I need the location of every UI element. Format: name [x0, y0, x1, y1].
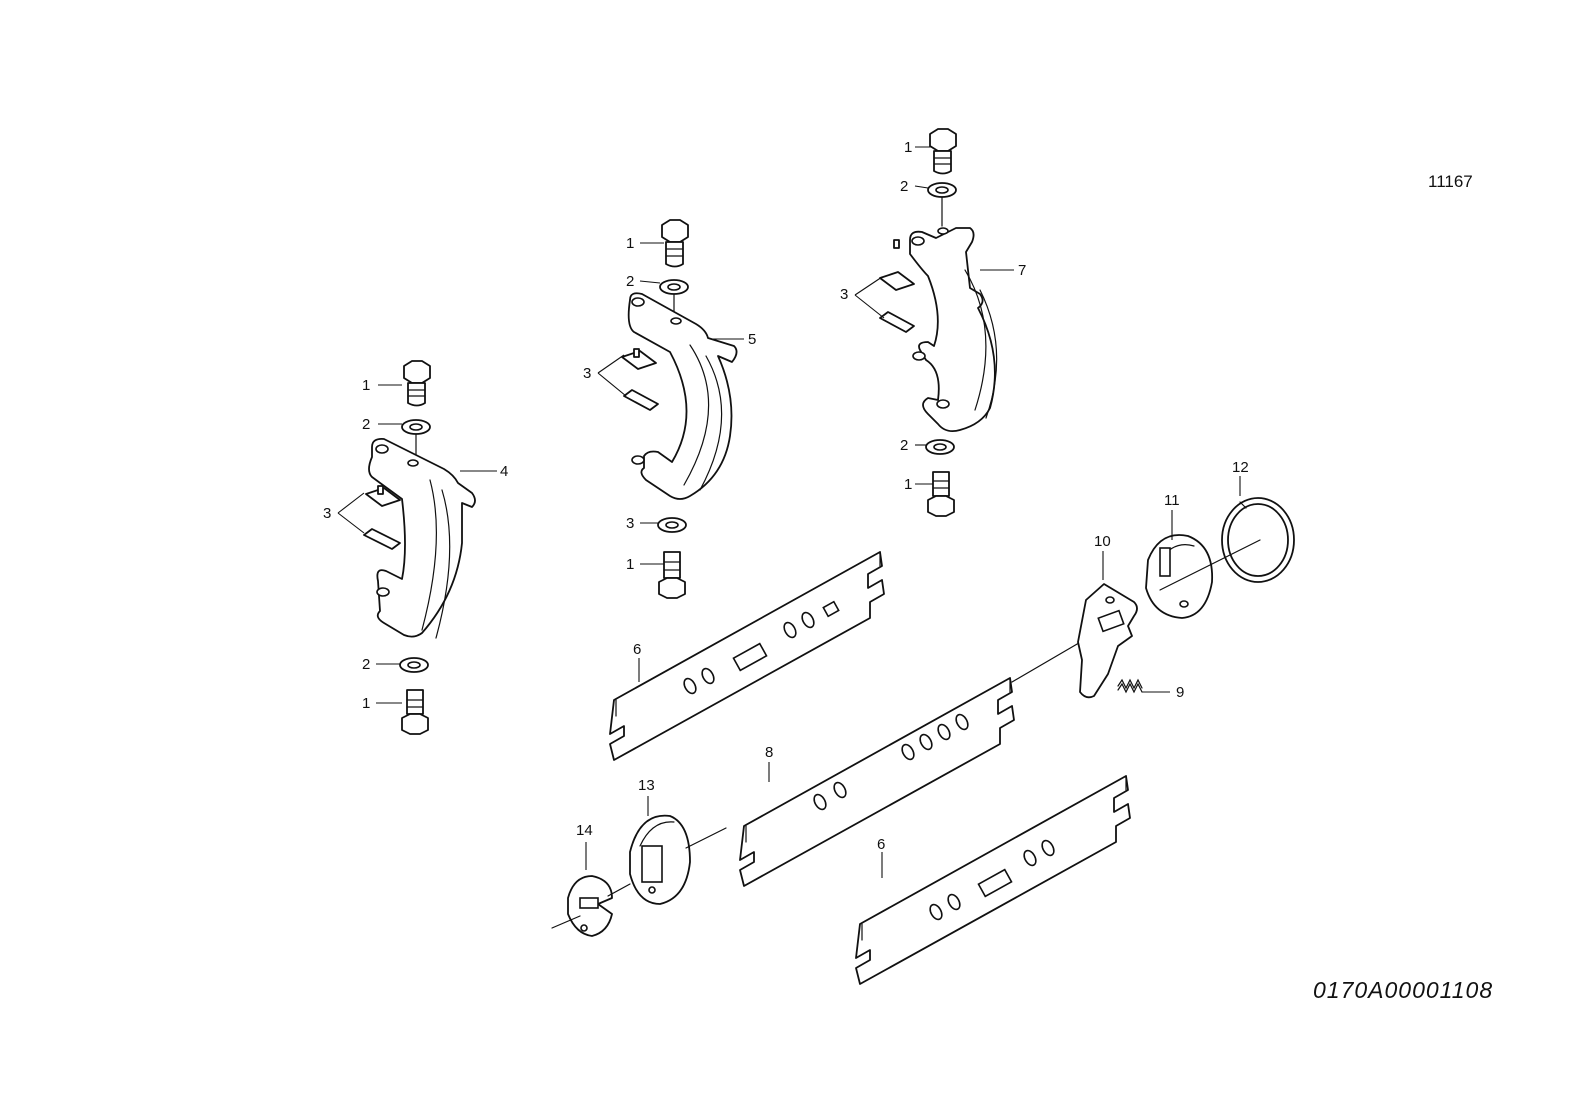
- lock-plate-part-10: [1077, 583, 1138, 699]
- callout-10: 10: [1094, 533, 1111, 550]
- callout-11: 11: [1164, 492, 1180, 509]
- callout-13: 13: [638, 777, 655, 794]
- leaders-group-b: [597, 242, 744, 565]
- leaders-discs: [585, 796, 649, 870]
- drawing-number: 0170A00001108: [1313, 977, 1493, 1003]
- callout-1: 1: [904, 476, 912, 493]
- bolt-part-1-lower: [927, 471, 955, 517]
- leaders-detent: [1102, 476, 1241, 693]
- callout-7: 7: [1018, 262, 1026, 279]
- fork-assembly-4: [363, 360, 476, 735]
- callout-3: 3: [323, 505, 331, 522]
- leaders-group-a: [337, 384, 497, 704]
- washer-part-2: [659, 279, 689, 295]
- washer-part-2-lower: [925, 439, 955, 455]
- fork-assembly-7: [879, 128, 998, 517]
- callout-9: 9: [1176, 684, 1184, 701]
- shoe-part-3: [363, 485, 401, 550]
- bolt-part-1: [661, 219, 689, 268]
- callout-1: 1: [626, 235, 634, 252]
- reference-number: 11167: [1428, 172, 1473, 191]
- shift-fork-part-4: [368, 438, 476, 639]
- bolt-part-1: [403, 360, 431, 407]
- callout-3: 3: [626, 515, 634, 532]
- washer-part-2: [927, 182, 957, 198]
- callout-2: 2: [362, 416, 370, 433]
- bolt-part-1-lower: [658, 551, 686, 599]
- holder-part-11: [1145, 534, 1213, 619]
- callout-2: 2: [900, 437, 908, 454]
- callout-12: 12: [1232, 459, 1249, 476]
- shift-fork-part-7: [909, 227, 998, 433]
- bolt-part-1-lower: [401, 689, 429, 735]
- bolt-part-1: [929, 128, 957, 175]
- shoe-part-3: [621, 348, 659, 411]
- disc-part-13: [629, 814, 691, 905]
- leaders-group-c: [854, 146, 1014, 485]
- callout-6: 6: [633, 641, 641, 658]
- disc-part-14: [567, 875, 613, 937]
- callout-8: 8: [765, 744, 773, 761]
- callout-3: 3: [840, 286, 848, 303]
- callout-3: 3: [583, 365, 591, 382]
- callout-2: 2: [626, 273, 634, 290]
- callout-4: 4: [500, 463, 508, 480]
- shift-rail-part-8: [739, 639, 1085, 887]
- callout-1: 1: [362, 377, 370, 394]
- snap-ring-part-12: [1221, 497, 1295, 583]
- washer-part-3: [657, 517, 687, 533]
- callout-14: 14: [576, 822, 593, 839]
- fork-assembly-5: [621, 219, 738, 599]
- callout-2: 2: [900, 178, 908, 195]
- spring-part-9: [1117, 678, 1143, 694]
- callout-1: 1: [626, 556, 634, 573]
- callout-1: 1: [904, 139, 912, 156]
- washer-part-2-lower: [399, 657, 429, 673]
- shoe-part-3: [879, 239, 915, 333]
- washer-part-2: [401, 419, 431, 435]
- leaders-rails: [638, 658, 883, 878]
- shift-rail-part-6-lower: [855, 775, 1131, 985]
- callout-6: 6: [877, 836, 885, 853]
- callout-5: 5: [748, 331, 756, 348]
- callout-1: 1: [362, 695, 370, 712]
- shift-fork-part-5: [627, 292, 738, 500]
- shift-rail-part-6-upper: [609, 551, 885, 761]
- callout-2: 2: [362, 656, 370, 673]
